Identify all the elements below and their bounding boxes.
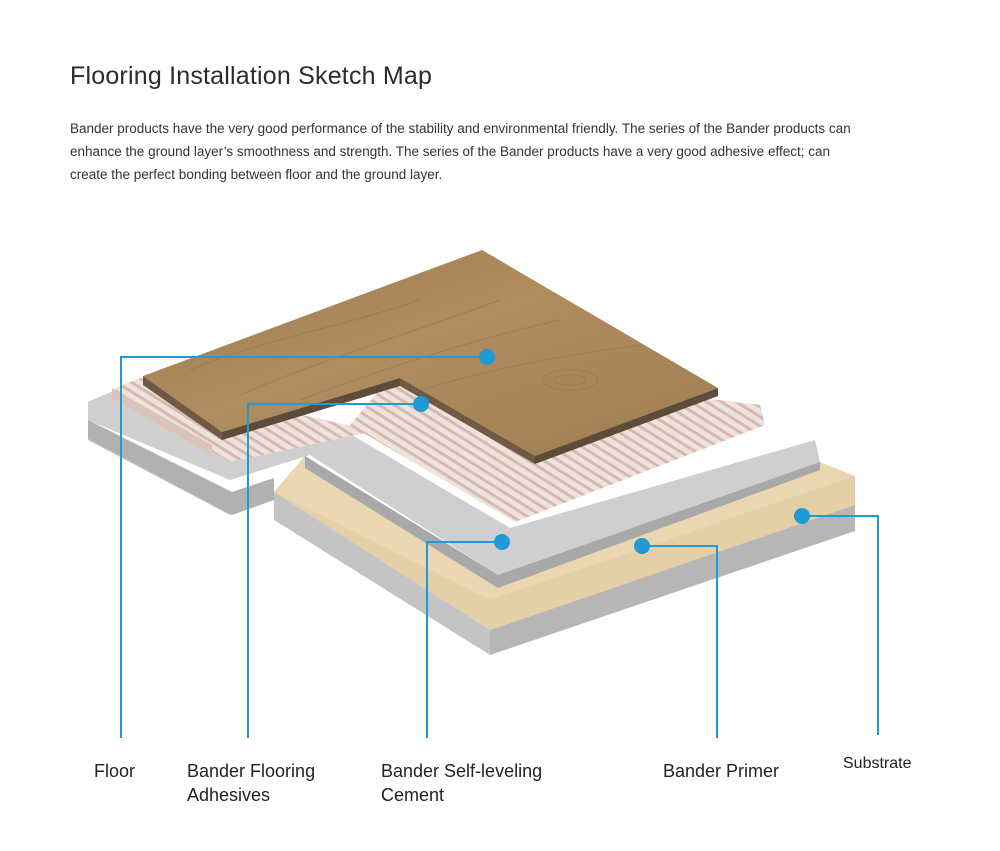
substrate-leader-line bbox=[802, 515, 879, 735]
primer-marker-dot bbox=[634, 538, 650, 554]
adhesive-leader-line bbox=[247, 403, 421, 738]
adhesive-marker-dot bbox=[413, 396, 429, 412]
primer-label-line1: Bander Primer bbox=[663, 761, 780, 781]
primer-layer bbox=[274, 456, 855, 630]
self-leveling-cement-label-line1: Bander Self-leveling bbox=[381, 761, 543, 781]
floor-marker-dot bbox=[479, 349, 495, 365]
substrate-label: Substrate bbox=[843, 752, 911, 776]
primer-leader-line bbox=[642, 545, 718, 738]
floor-leader-line bbox=[120, 356, 487, 738]
page-title: Flooring Installation Sketch Map bbox=[70, 62, 433, 90]
floor-label-line1: Floor bbox=[94, 761, 136, 781]
substrate-label-line1: Substrate bbox=[843, 755, 912, 772]
cement-marker-dot bbox=[494, 534, 510, 550]
self-leveling-cement-label: Bander Self-leveling Cement bbox=[381, 759, 542, 807]
flooring-adhesives-label: Bander Flooring Adhesives bbox=[187, 759, 315, 807]
floor-label: Floor bbox=[94, 759, 135, 783]
primer-label: Bander Primer bbox=[663, 759, 779, 783]
cement-leader-line bbox=[426, 541, 502, 738]
flooring-adhesives-label-line1: Bander Flooring bbox=[187, 761, 316, 781]
flooring-adhesives-label-line2: Adhesives bbox=[187, 785, 271, 805]
self-leveling-cement-label-line2: Cement bbox=[381, 785, 445, 805]
description-paragraph: Bander products have the very good perfo… bbox=[70, 121, 851, 182]
substrate-marker-dot bbox=[794, 508, 810, 524]
